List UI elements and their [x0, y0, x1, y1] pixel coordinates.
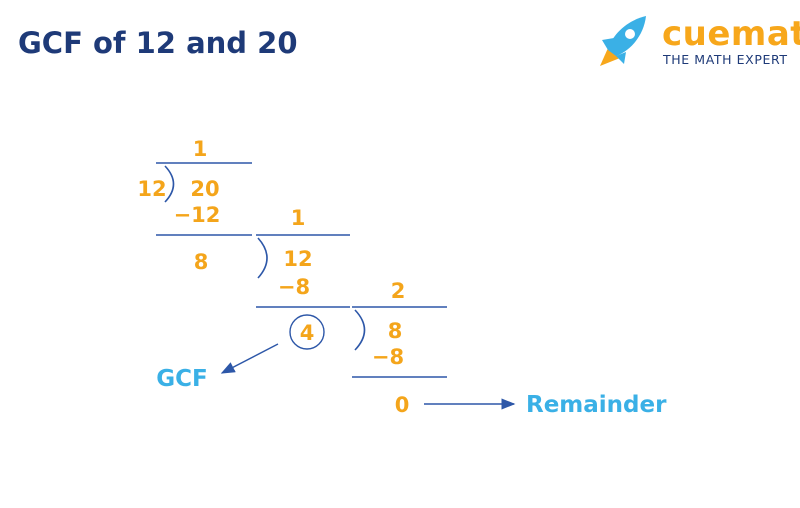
step3-quotient: 2 — [391, 279, 406, 303]
remainder-label: Remainder — [526, 392, 667, 418]
step1-dividend: 20 — [190, 177, 219, 201]
step1-remainder: 8 — [194, 250, 209, 274]
gcf-arrow — [220, 343, 279, 374]
step1-quotient: 1 — [193, 137, 208, 161]
step2-quotient: 1 — [291, 206, 306, 230]
step3-dividend: 8 — [388, 319, 403, 343]
gcf-label: GCF — [156, 366, 207, 392]
step2-dividend: 12 — [283, 247, 312, 271]
step1-product: −12 — [174, 203, 221, 227]
page-title: GCF of 12 and 20 — [18, 26, 298, 60]
step1-divisor: 12 — [137, 177, 166, 201]
step3-product: −8 — [372, 345, 404, 369]
step2-product: −8 — [278, 275, 310, 299]
step1-bracket — [164, 165, 175, 203]
logo-tagline: THE MATH EXPERT — [663, 52, 788, 67]
rocket-icon — [600, 16, 646, 66]
step2-bracket — [257, 237, 268, 279]
step3-bracket — [354, 309, 366, 351]
step2-remainder: 4 — [300, 321, 315, 345]
step3-remainder: 0 — [395, 393, 410, 417]
gcf-highlight-circle — [289, 314, 325, 350]
logo-wordmark: cuemath — [662, 14, 800, 54]
cuemath-logo: cuemath THE MATH EXPERT — [590, 8, 800, 78]
